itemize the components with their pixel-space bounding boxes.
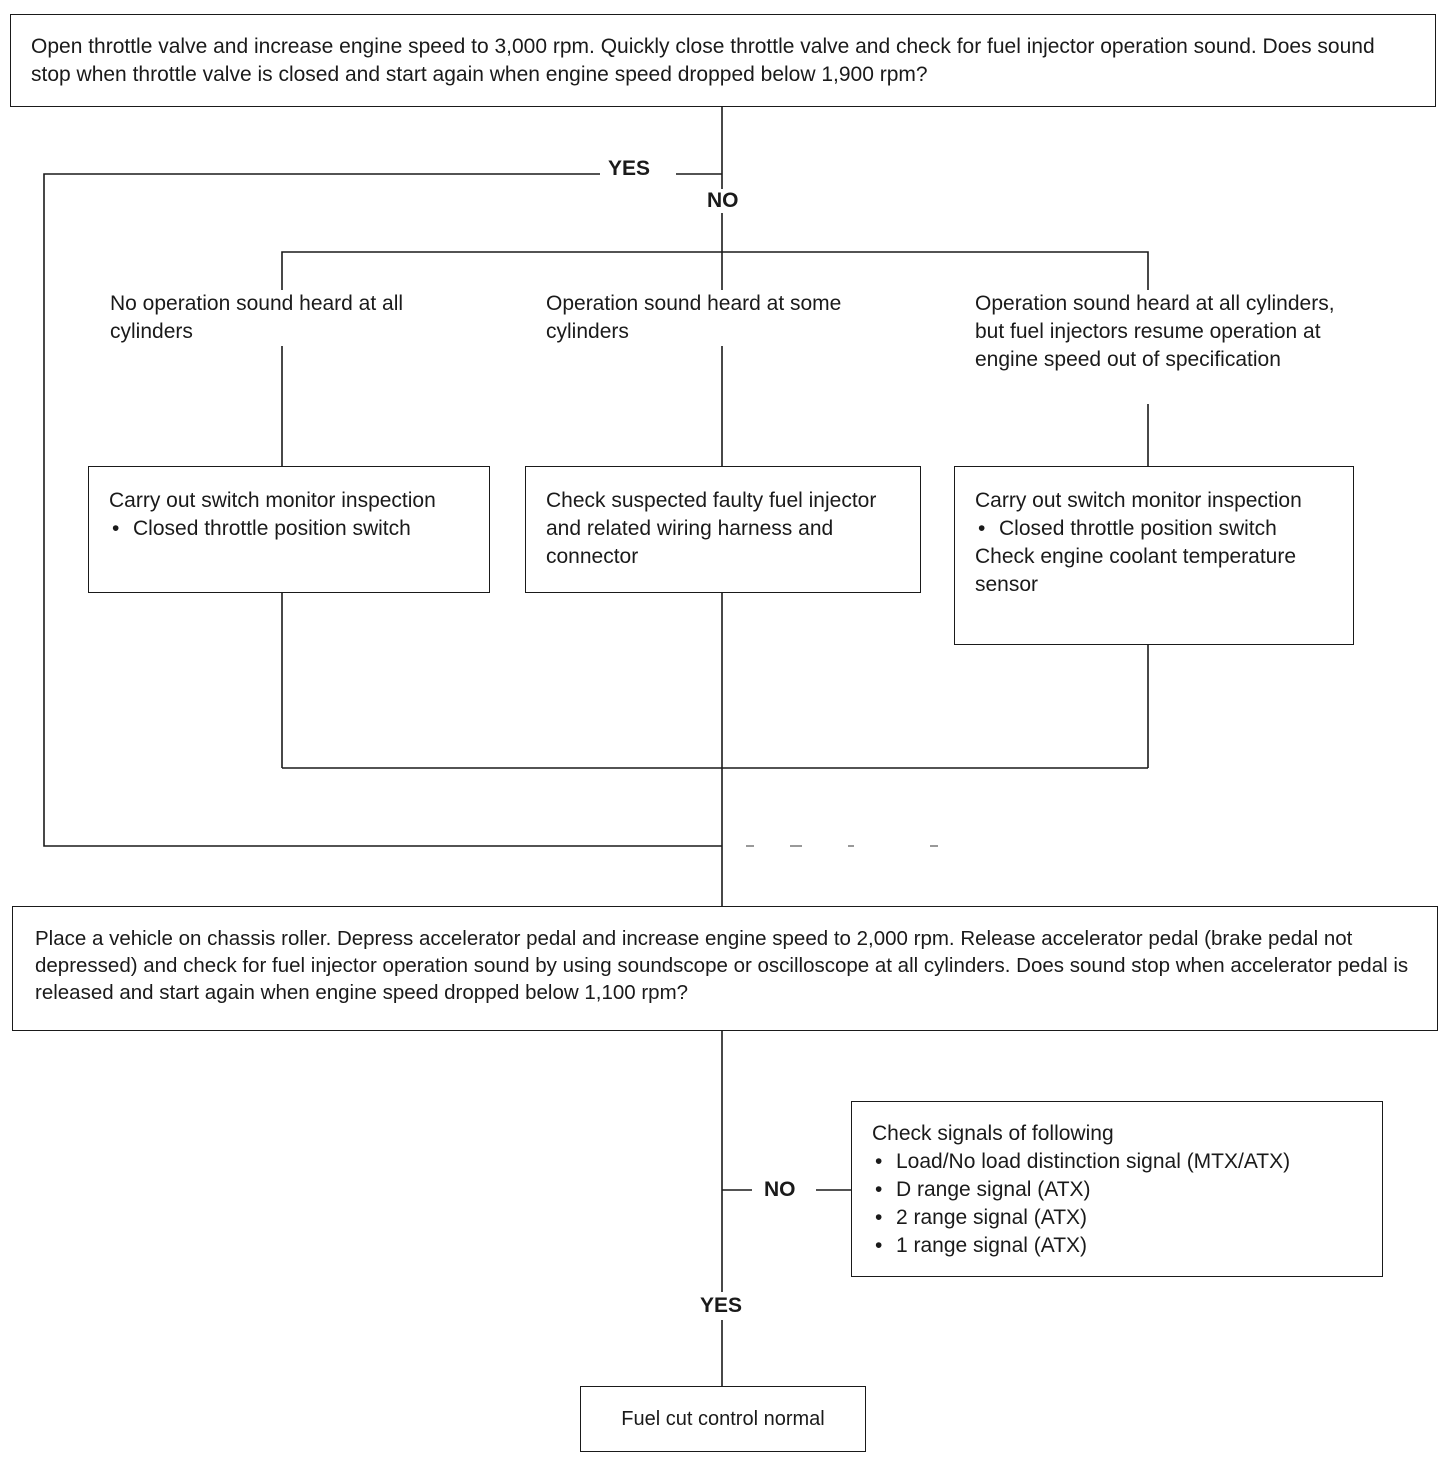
step2-question-box: Place a vehicle on chassis roller. Depre… [12,906,1438,1031]
branch3-action-extra: Check engine coolant temperature sensor [975,545,1297,596]
check-signals-box: Check signals of following Load/No load … [851,1101,1383,1277]
branch1-action-text: Carry out switch monitor inspection [109,489,436,512]
branch3-action-bullets: Closed throttle position switch [975,515,1339,543]
branch3-action-text: Carry out switch monitor inspection [975,489,1302,512]
branch2-action-text: Check suspected faulty fuel injector and… [546,489,877,568]
step2-question-text: Place a vehicle on chassis roller. Depre… [35,927,1409,1004]
signal-item: 1 range signal (ATX) [872,1232,1372,1260]
branch1-action-bullets: Closed throttle position switch [109,515,475,543]
branch1-bullet-item: Closed throttle position switch [109,515,475,543]
check-signals-heading: Check signals of following [872,1122,1114,1145]
step1-question-box: Open throttle valve and increase engine … [10,14,1436,107]
step2-yes-label: YES [698,1294,745,1318]
branch3-action-box: Carry out switch monitor inspection Clos… [954,466,1354,645]
step1-question-text: Open throttle valve and increase engine … [31,35,1375,86]
branch3-bullet-item: Closed throttle position switch [975,515,1339,543]
branch2-condition: Operation sound heard at some cylinders [546,292,842,343]
step1-yes-label: YES [606,157,653,181]
branch1-action-box: Carry out switch monitor inspection Clos… [88,466,490,593]
branch3-condition: Operation sound heard at all cylinders, … [975,292,1335,371]
signal-item: Load/No load distinction signal (MTX/ATX… [872,1148,1372,1176]
result-text: Fuel cut control normal [621,1408,825,1430]
branch2-action-box: Check suspected faulty fuel injector and… [525,466,921,593]
signal-item: 2 range signal (ATX) [872,1204,1372,1232]
branch1-condition: No operation sound heard at all cylinder… [110,292,404,343]
signal-item: D range signal (ATX) [872,1176,1372,1204]
step1-no-label: NO [705,189,741,213]
result-box: Fuel cut control normal [580,1386,866,1452]
step2-no-label: NO [762,1178,798,1202]
connector-yes-loop [43,173,722,847]
check-signals-list: Load/No load distinction signal (MTX/ATX… [872,1148,1372,1260]
connector-branch-bar [281,251,1149,290]
